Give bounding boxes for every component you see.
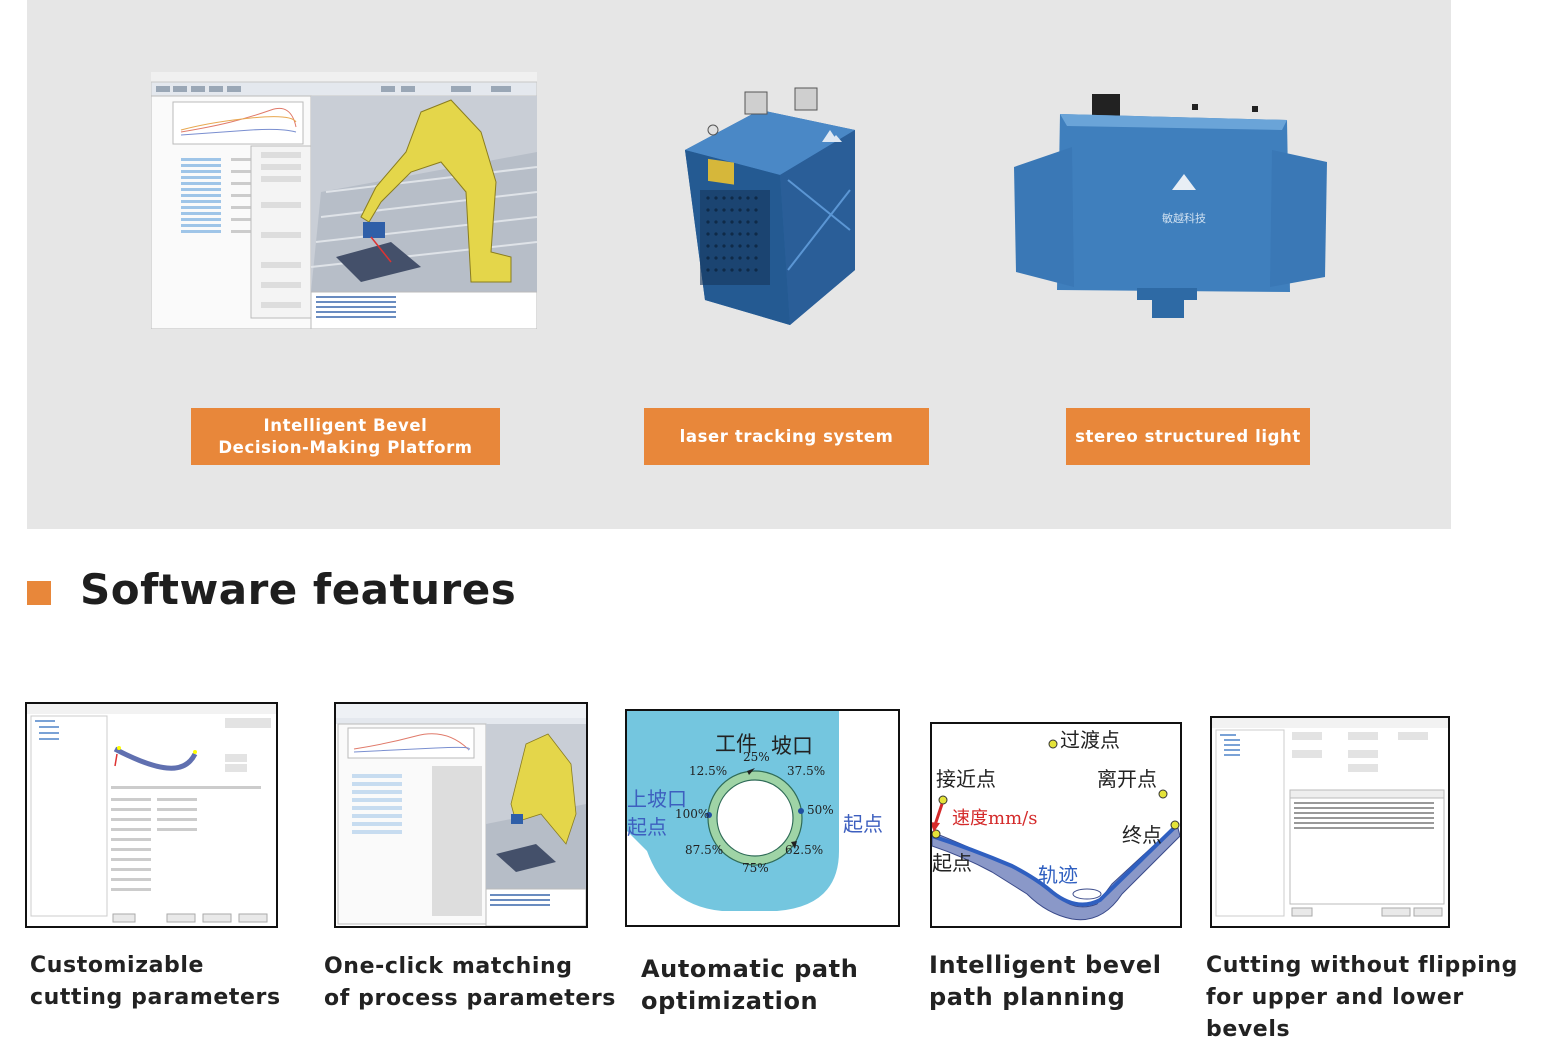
caption-line1: One-click matching [324,954,573,979]
caption-line1: Cutting without flipping [1206,953,1518,978]
caption-line1: Automatic path [641,955,859,983]
structured-light-device: 敏越科技 [1012,92,1332,322]
caption-line2: optimization [641,987,819,1015]
pct-100-label: 100% [675,807,709,821]
caption-line2: of process parameters [324,986,616,1011]
speed-label: 速度mm/s [952,808,1037,829]
transition-point-icon [1048,739,1058,749]
laser-tracking-label: laser tracking system [679,426,894,446]
platform-label-line1: Intelligent Bevel [263,415,428,435]
start-left-label: 起点 [627,815,667,839]
feature-diagram-path-planning: 过渡点 接近点 离开点 速度mm/s 起点 终点 轨迹 [930,722,1182,928]
platform-label-line2: Decision-Making Platform [218,437,473,457]
no-flipping-graphic [1212,718,1448,917]
pct-50-label: 50% [807,803,834,817]
section-marker [27,581,51,605]
transition-label: 过渡点 [1060,728,1120,752]
feature-caption-no-flipping: Cutting without flipping for upper and l… [1206,950,1547,1046]
path-optimization-diagram: 工件 坡口 上坡口 起点 起点 12.5% 25% 37.5% 50% 62.5… [627,711,883,911]
start-marker-icon [706,812,712,818]
pct-75-label: 75% [742,861,769,875]
feature-caption-custom-params: Customizable cutting parameters [30,950,281,1014]
caption-line1: Customizable [30,953,205,978]
path-planning-diagram: 过渡点 接近点 离开点 速度mm/s 起点 终点 轨迹 [932,728,1180,921]
one-click-graphic [336,704,586,926]
end-label: 终点 [1122,823,1162,847]
feature-thumb-custom-params [25,702,278,928]
start-label: 起点 [932,851,972,875]
laser-device-graphic [685,87,855,325]
pct-25-label: 25% [743,750,770,764]
structured-light-label-button[interactable]: stereo structured light [1066,408,1310,465]
feature-caption-one-click: One-click matching of process parameters [324,951,616,1015]
pct-37-5-label: 37.5% [787,764,825,778]
pct-87-5-label: 87.5% [685,843,723,857]
feature-caption-path-optimization: Automatic path optimization [641,953,858,1017]
platform-screenshot-graphic [150,72,538,330]
caption-line2: path planning [929,983,1126,1011]
custom-params-graphic [27,704,276,923]
feature-thumb-one-click [334,702,588,928]
section-title: Software features [80,565,517,614]
feature-diagram-path-optimization: 工件 坡口 上坡口 起点 起点 12.5% 25% 37.5% 50% 62.5… [625,709,900,927]
caption-line2: cutting parameters [30,985,281,1010]
structured-light-label: stereo structured light [1075,426,1301,446]
pct-62-5-label: 62.5% [785,843,823,857]
workpiece-label: 工件 [715,732,757,756]
track-label: 轨迹 [1038,863,1078,887]
platform-label-button[interactable]: Intelligent Bevel Decision-Making Platfo… [191,408,500,465]
feature-thumb-no-flipping [1210,716,1450,928]
leave-label: 离开点 [1097,767,1157,791]
feature-caption-path-planning: Intelligent bevel path planning [929,949,1162,1013]
upper-bevel-label: 上坡口 [627,787,687,811]
caption-line1: Intelligent bevel [929,951,1162,979]
structured-light-graphic: 敏越科技 [1014,94,1327,318]
laser-tracking-device [680,80,880,330]
caption-line2: for upper and lower bevels [1206,985,1464,1042]
pct-12-5-label: 12.5% [689,764,727,778]
device-brand-text: 敏越科技 [1162,211,1206,225]
approach-label: 接近点 [936,767,996,791]
platform-screenshot [150,72,538,330]
laser-tracking-label-button[interactable]: laser tracking system [644,408,929,465]
start-right-label: 起点 [843,812,883,836]
bevel-label: 坡口 [771,734,813,758]
